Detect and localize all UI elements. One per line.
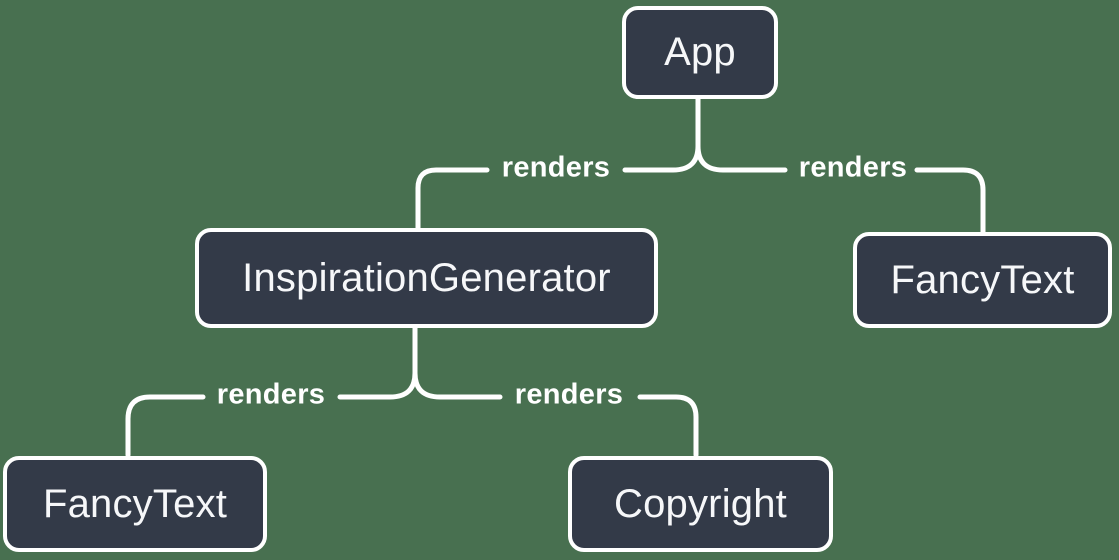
edge-ig-to-fancytext-line-a bbox=[337, 324, 418, 400]
node-fancy-text-right-label: FancyText bbox=[890, 257, 1075, 302]
edge-label-app-fancytext: renders bbox=[798, 151, 908, 184]
edge-label-ig-copyright: renders bbox=[514, 378, 624, 411]
edge-app-to-fancytext-line-a bbox=[695, 143, 788, 173]
edge-app-to-inspirationgenerator-line-a bbox=[622, 95, 701, 173]
edge-label-app-inspirationgenerator: renders bbox=[501, 151, 611, 184]
node-fancy-text-right: FancyText bbox=[853, 232, 1112, 328]
edge-ig-to-fancytext-line-b bbox=[125, 394, 206, 458]
edge-label-ig-fancytext: renders bbox=[216, 378, 326, 411]
node-copyright-label: Copyright bbox=[614, 481, 787, 526]
edge-ig-to-copyright-line-b bbox=[637, 394, 699, 458]
edge-app-to-fancytext-line-b bbox=[914, 167, 986, 235]
edge-app-to-inspirationgenerator-line-b bbox=[415, 167, 490, 231]
node-app-label: App bbox=[664, 30, 736, 74]
node-inspiration-generator-label: InspirationGenerator bbox=[242, 255, 611, 300]
node-fancy-text-left: FancyText bbox=[3, 456, 267, 552]
node-fancy-text-left-label: FancyText bbox=[42, 481, 228, 526]
node-copyright: Copyright bbox=[568, 456, 833, 552]
node-app: App bbox=[622, 6, 778, 99]
edge-ig-to-copyright-line-a bbox=[412, 370, 503, 400]
node-inspiration-generator: InspirationGenerator bbox=[195, 228, 658, 328]
